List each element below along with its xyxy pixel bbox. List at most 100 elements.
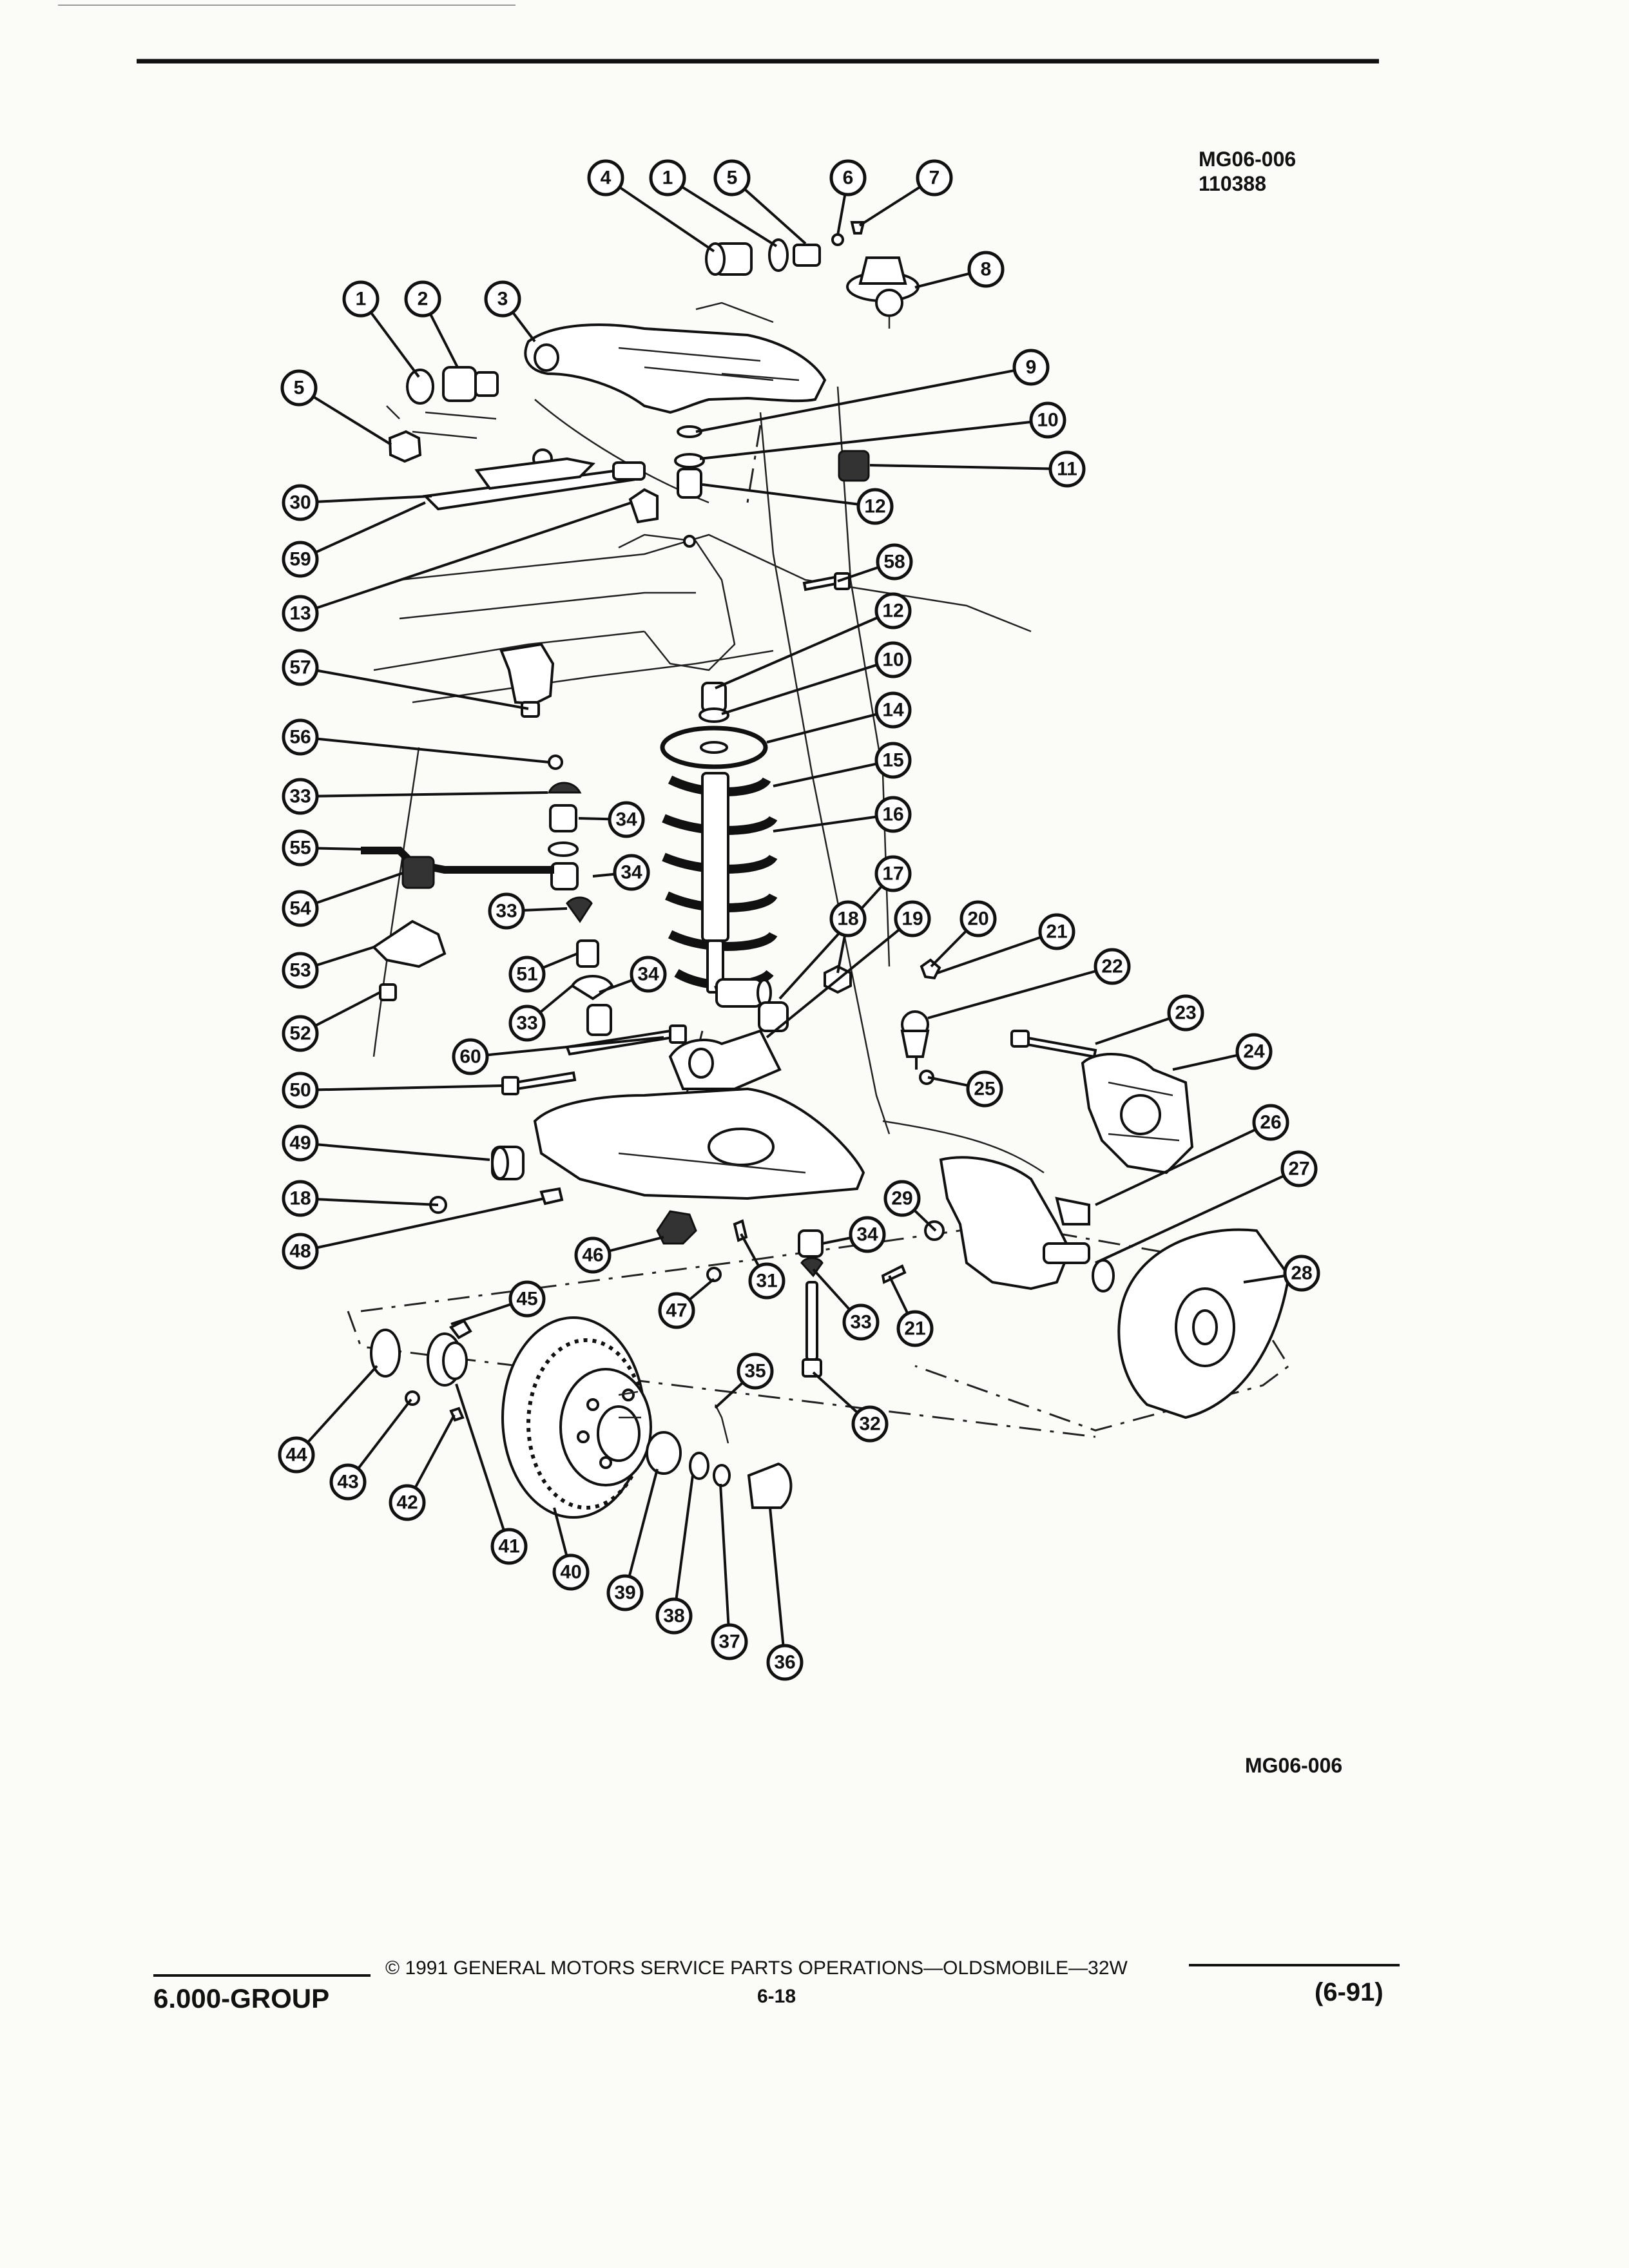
callout-label: 20 [967, 908, 988, 930]
leader-line [523, 907, 568, 912]
callout-label: 23 [1175, 1003, 1196, 1024]
stabilizer-link-stack [547, 754, 614, 1036]
leader-line [553, 1507, 568, 1557]
leader-line [316, 1084, 503, 1091]
leader-line [315, 872, 403, 905]
callout-39: 39 [606, 1574, 644, 1611]
callout-35: 35 [737, 1352, 774, 1390]
leader-line [822, 1236, 851, 1245]
callout-label: 34 [621, 862, 642, 883]
callout-47: 47 [658, 1292, 695, 1329]
callout-label: 30 [289, 492, 311, 514]
callout-label: 2 [418, 289, 429, 310]
callout-30: 30 [282, 484, 319, 521]
callout-label: 5 [294, 378, 305, 399]
callout-56: 56 [282, 718, 319, 756]
callout-16: 16 [874, 796, 912, 833]
leader-line [450, 1303, 512, 1325]
leader-line [316, 1198, 439, 1206]
callout-34: 34 [608, 801, 645, 838]
callout-31: 31 [748, 1262, 786, 1300]
callout-28: 28 [1283, 1254, 1320, 1292]
leader-line [812, 1268, 851, 1311]
leader-line [599, 979, 633, 994]
leader-line [773, 762, 878, 787]
leader-line [455, 1383, 505, 1531]
callout-2: 2 [404, 280, 441, 318]
callout-label: 10 [1037, 410, 1058, 431]
callout-label: 1 [662, 168, 673, 189]
callout-58: 58 [876, 543, 913, 581]
callout-label: 13 [289, 603, 311, 624]
callout-43: 43 [329, 1463, 367, 1501]
callout-label: 12 [882, 601, 903, 622]
callout-label: 44 [285, 1445, 307, 1466]
stabilizer-bar [361, 847, 554, 1001]
splash-shield [1117, 1228, 1291, 1419]
callout-label: 5 [727, 168, 738, 189]
callout-label: 14 [882, 700, 904, 721]
leader-line [766, 713, 878, 744]
leader-line [314, 991, 381, 1027]
callout-37: 37 [711, 1623, 748, 1660]
callout-label: 31 [756, 1271, 777, 1292]
callout-18: 18 [282, 1180, 319, 1217]
figure-code-top: MG06-006 110388 [1199, 148, 1296, 195]
callout-label: 35 [744, 1361, 766, 1382]
hub-rotor [501, 1316, 652, 1519]
leader-line [714, 1381, 744, 1409]
footer-revision: (6-91) [1315, 1978, 1383, 2006]
callout-59: 59 [282, 541, 319, 578]
callout-45: 45 [508, 1280, 546, 1318]
leader-line [769, 1507, 785, 1646]
callout-label: 33 [496, 901, 517, 922]
callout-60: 60 [452, 1038, 489, 1075]
callout-23: 23 [1167, 994, 1204, 1032]
leader-line [487, 1036, 664, 1057]
leader-line [766, 928, 901, 1039]
callout-13: 13 [282, 595, 319, 632]
footer-copyright: © 1991 GENERAL MOTORS SERVICE PARTS OPER… [385, 1957, 1128, 1979]
leader-line [316, 495, 432, 503]
leader-line [937, 936, 1042, 974]
callout-label: 16 [882, 804, 903, 825]
leader-line [1095, 1175, 1285, 1264]
callout-label: 10 [882, 649, 903, 671]
bracket [628, 488, 659, 524]
callout-49: 49 [282, 1124, 319, 1162]
brake-caliper [1081, 1053, 1194, 1175]
leader-line [680, 186, 778, 247]
callout-7: 7 [916, 159, 953, 197]
callout-40: 40 [552, 1553, 590, 1591]
callout-label: 24 [1243, 1041, 1265, 1062]
arm-bushing-left [386, 366, 499, 463]
callout-33: 33 [508, 1004, 546, 1042]
callout-label: 42 [396, 1492, 418, 1514]
leader-line [721, 663, 878, 715]
leader-line [812, 1371, 859, 1414]
leader-line [316, 791, 548, 798]
leader-line [1172, 1053, 1239, 1071]
callout-label: 17 [882, 863, 903, 885]
callout-10: 10 [1029, 401, 1066, 439]
callout-label: 15 [882, 750, 903, 771]
callout-34: 34 [849, 1216, 886, 1253]
leader-line [592, 872, 615, 878]
callout-18: 18 [829, 900, 867, 937]
callout-label: 29 [891, 1188, 912, 1209]
callout-label: 33 [516, 1013, 537, 1034]
callout-22: 22 [1094, 948, 1131, 985]
leader-line [695, 369, 1015, 433]
callout-label: 9 [1026, 357, 1037, 378]
callout-4: 4 [587, 159, 624, 197]
callout-44: 44 [278, 1436, 315, 1474]
leader-line [429, 313, 459, 368]
leader-line [888, 1275, 909, 1314]
callout-15: 15 [874, 742, 912, 779]
callout-34: 34 [630, 956, 667, 993]
coil-spring-shock [660, 682, 778, 1008]
strut-rod [422, 448, 646, 511]
